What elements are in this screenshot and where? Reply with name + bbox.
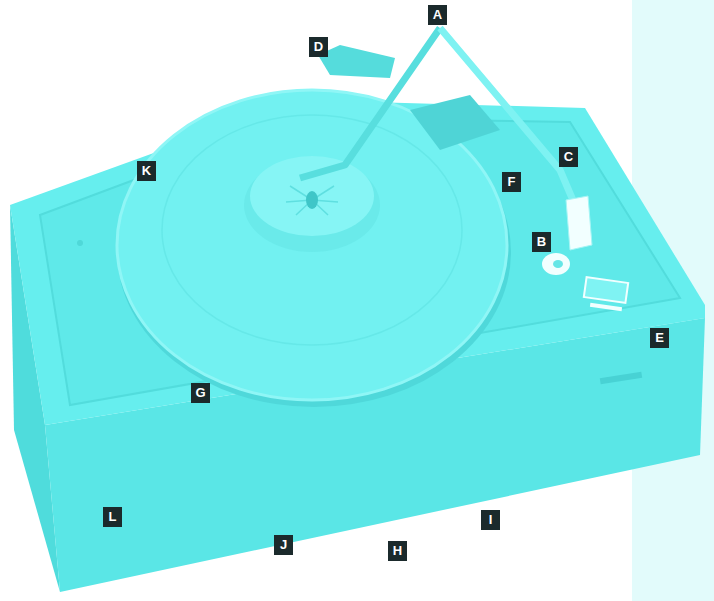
callout-letter: A <box>428 5 447 25</box>
deck-screw <box>77 240 83 246</box>
callout-letter: C <box>559 147 578 167</box>
control-knob <box>542 253 570 275</box>
callout-letter: J <box>274 535 293 555</box>
callout-letter: K <box>137 161 156 181</box>
front-badge <box>600 372 642 384</box>
brand-plate <box>584 277 628 303</box>
overarm <box>300 28 440 178</box>
record-label-ring <box>162 115 462 345</box>
callout-letter: I <box>481 510 500 530</box>
spindle <box>306 191 318 209</box>
callout-letter: E <box>650 328 669 348</box>
platter <box>117 90 507 400</box>
tone-arm-base <box>410 95 500 150</box>
callout-letter: H <box>388 541 407 561</box>
headshell <box>566 196 592 250</box>
hub-rays <box>286 186 338 215</box>
callout-letter: D <box>309 37 328 57</box>
control-knob-center <box>553 260 563 268</box>
callout-letter: B <box>532 232 551 252</box>
hub-top <box>250 156 374 236</box>
callout-letter: F <box>502 172 521 192</box>
counterweight <box>318 45 395 78</box>
callout-letter: G <box>191 383 210 403</box>
brand-strip <box>590 303 622 311</box>
callout-letter: L <box>103 507 122 527</box>
